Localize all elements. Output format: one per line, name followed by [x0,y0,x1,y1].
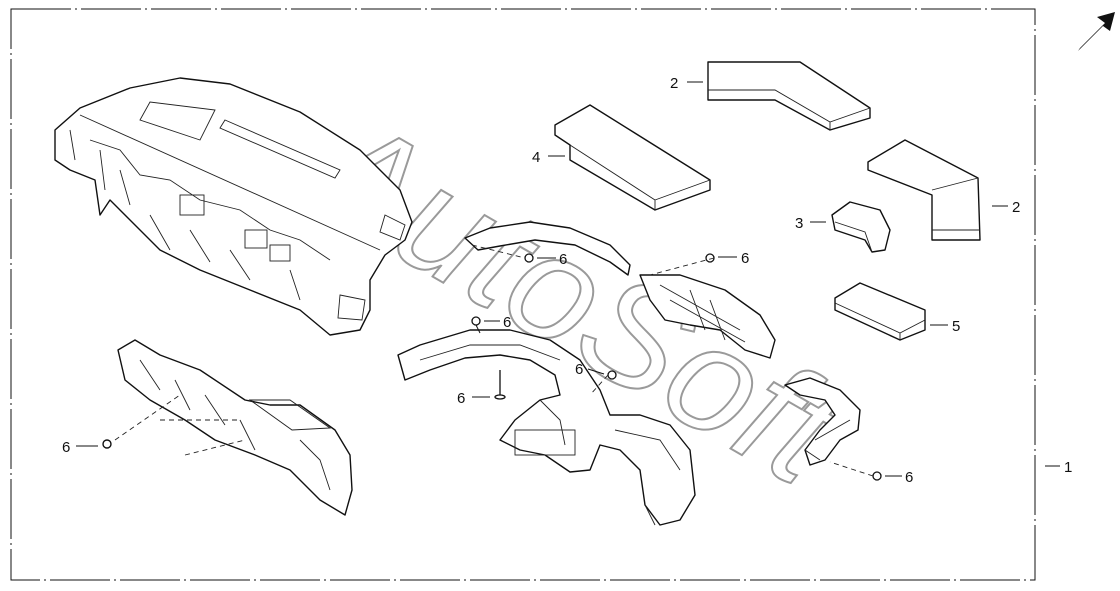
screw-fastener-6 [829,461,882,481]
screw-fastener-4 [494,370,506,400]
callout-2-right: 2 [1012,199,1020,216]
side-duct-right [784,377,861,466]
callout-6-a: 6 [559,251,567,268]
callout-6-d: 6 [457,390,465,407]
pad-2-top [707,61,871,131]
upper-duct [464,221,776,359]
screw-fastener-3 [471,316,481,334]
assembly-frame [10,8,1036,581]
pad-4 [554,104,711,211]
leader-lines [76,81,1060,477]
pad-2-right [867,139,981,241]
clip-fastener [102,439,112,449]
callout-6-f: 6 [905,469,913,486]
center-duct [397,329,696,526]
screw-fastener-1 [471,244,534,263]
pad-3 [831,201,891,253]
screw-fastener-2 [649,253,715,276]
screw-fastener-5 [589,370,617,396]
callout-3: 3 [795,215,803,232]
callout-2-top: 2 [670,75,678,92]
callout-1: 1 [1064,459,1072,476]
arrow-northeast-icon [1078,12,1115,51]
callout-6-c: 6 [503,314,511,331]
instrument-panel-main [54,77,413,336]
callout-6-g: 6 [62,439,70,456]
callout-4: 4 [532,149,540,166]
callout-6-b: 6 [741,250,749,267]
callout-5: 5 [952,318,960,335]
pad-5 [834,282,926,341]
instrument-panel-lower [102,339,353,516]
callout-6-e: 6 [575,361,583,378]
